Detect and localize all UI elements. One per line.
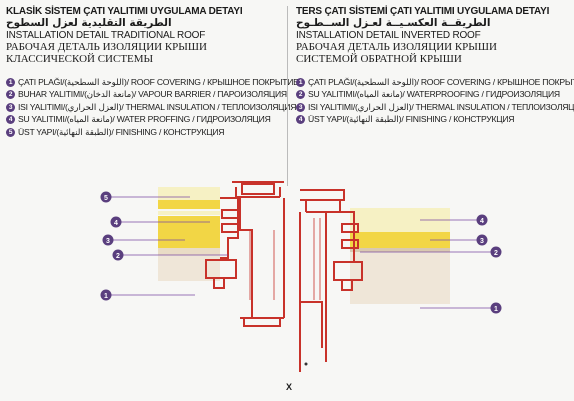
legend-number: 2 <box>6 90 15 100</box>
legend-text: BUHAR YALITIMI/(مانعة الدخان)/ VAPOUR BA… <box>18 89 287 100</box>
marker-4: 4 <box>110 216 122 228</box>
legend-number: 3 <box>6 102 15 112</box>
inverted-title-ru-2: СИСТЕМОЙ ОБРАТНОЙ КРЫШИ <box>296 53 462 65</box>
marker-2: 2 <box>112 249 124 261</box>
legend-text: SU YALITIMI/(مانعة المياه)/ WATER PROFFI… <box>18 114 271 125</box>
thermal-insulation-layer <box>350 232 450 248</box>
vertical-ticks <box>313 218 321 300</box>
legend-number: 1 <box>6 77 15 87</box>
legend-number: 1 <box>296 77 305 87</box>
inverted-title-tr: TERS ÇATI SİSTEMİ ÇATI YALITIMI UYGULAMA… <box>296 6 550 17</box>
marker-3: 3 <box>102 234 114 246</box>
legend-text: ÜST YAPI/(الطبقة النهائية)/ FINISHING / … <box>18 126 225 137</box>
waterproofing-layer <box>350 248 450 252</box>
small-dot <box>304 362 308 366</box>
leader-lines <box>360 219 492 309</box>
marker-3: 3 <box>476 234 488 246</box>
marker-5: 5 <box>100 191 112 203</box>
legend-text: ISI YALITIMI/(العزل الحراري)/ THERMAL IN… <box>308 101 574 112</box>
marker-1: 1 <box>490 302 502 314</box>
legend-text: ÇATI PLAĞI/(اللوحة السطحية)/ ROOF COVERI… <box>18 76 299 87</box>
vertical-ticks <box>249 230 275 300</box>
legend-text: ÇATI PLAĞI/(اللوحة السطحية)/ ROOF COVERI… <box>308 76 574 87</box>
marker-label: 2 <box>494 250 498 257</box>
marker-label: 4 <box>114 220 118 227</box>
leader-lines <box>110 196 228 296</box>
page-mark: X <box>286 382 293 392</box>
inverted-roof-detail: 4 3 2 1 <box>299 189 502 372</box>
traditional-title-ru-1: РАБОЧАЯ ДЕТАЛЬ ИЗОЛЯЦИИ КРЫШИ <box>6 41 207 53</box>
water-proofing-layer <box>158 211 220 215</box>
inverted-drain <box>299 189 363 372</box>
marker-label: 1 <box>104 293 108 300</box>
legend-text: ISI YALITIMI/(العزل الحراري)/ THERMAL IN… <box>18 101 297 112</box>
inverted-title-en: INSTALLATION DETAIL INVERTED ROOF <box>296 30 481 41</box>
legend-number: 3 <box>296 102 305 112</box>
marker-label: 3 <box>480 238 484 245</box>
traditional-drain <box>205 181 285 327</box>
legend-number: 5 <box>6 127 15 137</box>
inverted-title-ar: الطريقــة العكسـيــة لعـزل الســطـوح <box>296 17 491 29</box>
legend-text: SU YALITIMI/(مانعة المياه)/ WATERPROOFIN… <box>308 89 560 100</box>
marker-2: 2 <box>490 246 502 258</box>
upper-yellow-layer <box>158 200 220 209</box>
legend-number: 4 <box>6 115 15 125</box>
traditional-title-ar: الطريقة التقليدية لعزل السطوح <box>6 17 172 29</box>
column-divider <box>287 6 288 186</box>
roof-slab <box>350 252 450 304</box>
traditional-roof-panel: KLASİK SİSTEM ÇATI YALITIMI UYGULAMA DET… <box>6 6 299 139</box>
traditional-title-en: INSTALLATION DETAIL TRADITIONAL ROOF <box>6 30 206 41</box>
marker-label: 4 <box>480 218 484 225</box>
marker-label: 2 <box>116 253 120 260</box>
marker-4: 4 <box>476 214 488 226</box>
thermal-insulation-layer <box>158 216 220 248</box>
finishing-layer <box>158 187 220 200</box>
marker-label: 1 <box>494 306 498 313</box>
vapour-barrier-layer <box>158 248 220 255</box>
traditional-title-ru-2: КЛАССИЧЕСКОЙ СИСТЕМЫ <box>6 53 154 65</box>
inverted-roof-panel: TERS ÇATI SİSTEMİ ÇATI YALITIMI UYGULAMA… <box>296 6 574 127</box>
traditional-title-tr: KLASİK SİSTEM ÇATI YALITIMI UYGULAMA DET… <box>6 6 243 17</box>
marker-label: 5 <box>104 195 108 202</box>
marker-1: 1 <box>100 289 112 301</box>
legend-number: 2 <box>296 90 305 100</box>
legend-text: ÜST YAPI/(الطبقة النهائية)/ FINISHING / … <box>308 114 515 125</box>
marker-label: 3 <box>106 238 110 245</box>
inverted-title-ru-1: РАБОЧАЯ ДЕТАЛЬ ИЗОЛЯЦИИ КРЫШИ <box>296 41 497 53</box>
traditional-roof-detail: 5 4 3 2 1 <box>100 181 285 327</box>
legend-number: 4 <box>296 115 305 125</box>
